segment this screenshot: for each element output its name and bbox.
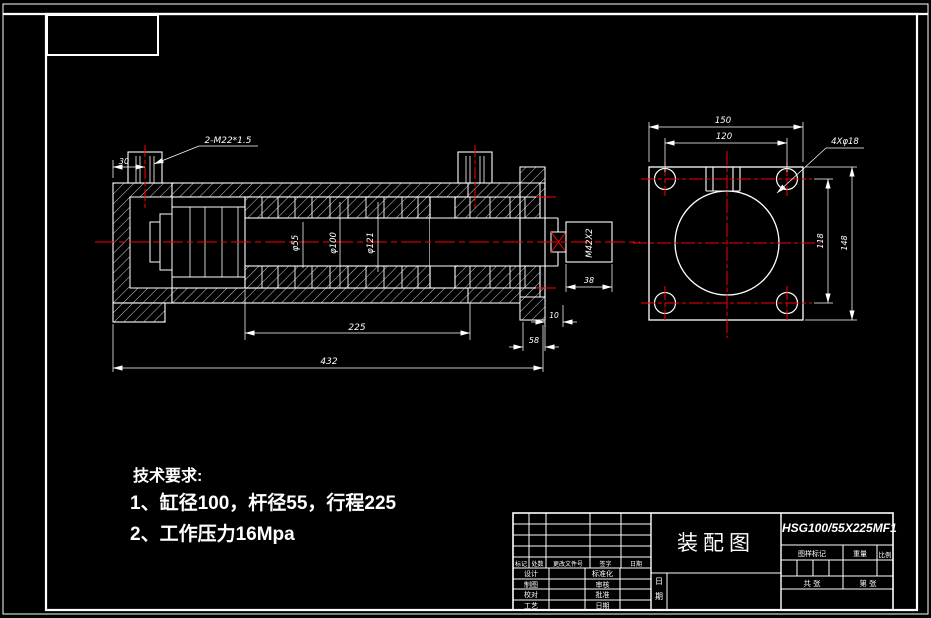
sheet-total-label: 共 张 — [803, 579, 821, 588]
side-label-top: 日 — [655, 577, 663, 586]
rev-header-docno: 更改文件号 — [552, 562, 583, 568]
bolt-holes — [653, 167, 799, 315]
cylinder-section-view: 2-M22*1.5 30 φ55 φ100 φ121 225 432 38 10… — [95, 136, 640, 372]
dim-overall-length: 432 — [320, 357, 337, 367]
tech-requirements-item-1: 1、缸径100，杆径55，行程225 — [130, 493, 397, 514]
side-label-bottom: 期 — [655, 592, 663, 601]
centerlines — [95, 145, 640, 243]
sign-standard: 标准化 — [592, 571, 613, 578]
rev-header-date: 日期 — [629, 562, 642, 568]
dim-bolt-holes: 4Xφ18 — [831, 137, 859, 147]
dim-port-offset: 30 — [119, 157, 129, 166]
dim-bolt-spacing-v: 118 — [816, 233, 825, 248]
rev-header-sign: 签字 — [599, 562, 612, 568]
dim-bore-diameter: φ100 — [329, 232, 339, 254]
sign-audit: 审核 — [595, 582, 610, 589]
sign-process: 工艺 — [524, 603, 538, 610]
dim-rod-thread: M42X2 — [585, 228, 595, 257]
dim-rod-diameter: φ55 — [291, 235, 301, 251]
dim-port-thread: 2-M22*1.5 — [204, 136, 251, 146]
dim-flange-width: 150 — [715, 116, 731, 126]
dim-head-width: 58 — [529, 336, 539, 345]
flange-dimensions: 150 120 4Xφ18 118 148 — [648, 116, 864, 321]
frame-border — [2, 3, 929, 615]
dim-tube-outer-diameter: φ121 — [366, 232, 376, 254]
dim-head-offset: 10 — [549, 311, 559, 320]
sign-draft: 制图 — [524, 582, 538, 589]
rev-header-count: 处数 — [531, 562, 544, 568]
piston-assembly — [244, 196, 431, 289]
dim-flange-height: 148 — [840, 235, 849, 250]
flange-end-view: 150 120 4Xφ18 118 148 — [633, 116, 864, 338]
scale-label: 比例 — [878, 552, 892, 559]
sign-check: 校对 — [524, 592, 538, 599]
mark-label: 图样标记 — [798, 551, 826, 558]
sign-date: 日期 — [595, 603, 610, 610]
weight-label: 重量 — [853, 551, 867, 558]
title-block-grid — [512, 512, 894, 611]
sheet-no-label: 第 张 — [859, 579, 877, 588]
dim-stroke-length: 225 — [348, 323, 365, 333]
drawing-title: 装配图 — [677, 532, 755, 555]
sign-approve: 批准 — [595, 592, 610, 599]
model-number: HSG100/55X225MF1 — [782, 521, 897, 535]
section-dimensions: 2-M22*1.5 30 φ55 φ100 φ121 225 432 38 10… — [112, 136, 613, 372]
tech-requirements-title: 技术要求: — [133, 468, 203, 485]
tech-requirements-item-2: 2、工作压力16Mpa — [130, 524, 295, 545]
dim-rod-end-length: 38 — [584, 276, 594, 285]
flange-centerlines — [633, 151, 821, 338]
rev-header-mark: 标记 — [514, 562, 527, 568]
cylinder-head — [454, 166, 556, 321]
sign-design: 设计 — [524, 571, 538, 578]
dim-bolt-spacing-h: 120 — [716, 132, 732, 142]
